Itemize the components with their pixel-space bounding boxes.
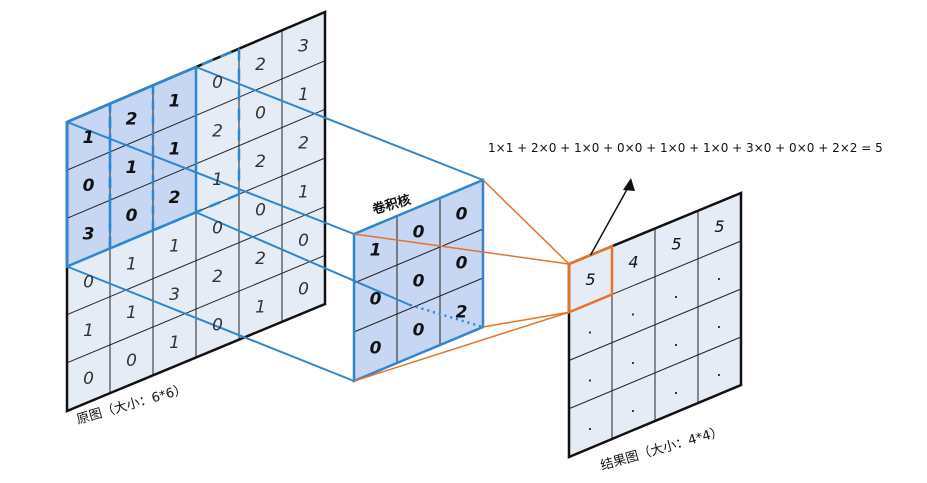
- next-window-dash: [109, 193, 240, 250]
- original-cell-value: 1: [83, 321, 94, 341]
- kernel-grid-hline: [353, 228, 484, 284]
- original-cell-value: 3: [298, 36, 309, 56]
- result-link-line: [482, 311, 570, 328]
- projection-line: [66, 265, 355, 382]
- original-cell-value: 0: [83, 369, 94, 389]
- original-cell-value: 1: [126, 303, 137, 323]
- original-cell-value: 1: [212, 170, 223, 190]
- original-cell-value: 2: [169, 188, 181, 208]
- original-cell-value: 0: [212, 73, 223, 93]
- result-cell-value: .: [674, 379, 679, 398]
- result-cell-value: 5: [714, 217, 724, 236]
- kernel-cell-value: 0: [413, 223, 425, 243]
- result-cell-value: .: [588, 415, 593, 434]
- kernel-cell-value: 0: [413, 321, 425, 341]
- next-window-dash: [109, 47, 240, 105]
- original-cell-value: 0: [126, 351, 137, 371]
- receptive-field-highlight: [67, 67, 196, 267]
- result-cell-value: .: [631, 301, 636, 320]
- formula-text: 1×1 + 2×0 + 1×0 + 0×0 + 1×0 + 1×0 + 3×0 …: [488, 141, 883, 155]
- original-cell-value: 3: [83, 224, 95, 244]
- kernel-fill: [354, 180, 483, 381]
- result-cell-value: .: [717, 361, 722, 380]
- result-grid-hline: [568, 336, 742, 410]
- original-cell-value: 0: [212, 218, 223, 238]
- kernel-cell-value: 0: [456, 205, 468, 225]
- original-grid-hline: [66, 254, 326, 364]
- original-cell-value: 1: [298, 85, 309, 105]
- result-cell-value: .: [631, 397, 636, 416]
- kernel-cell-value: 2: [456, 303, 468, 323]
- original-cell-value: 0: [83, 273, 94, 293]
- result-cell-value: .: [588, 318, 593, 337]
- result-grid-border: [567, 191, 743, 459]
- original-cell-value: 0: [126, 206, 138, 226]
- original-cell-value: 2: [255, 152, 266, 172]
- result-cell-value: .: [717, 265, 722, 284]
- original-cell-value: 2: [212, 122, 223, 142]
- projection-line: [195, 66, 484, 181]
- result-link-line: [482, 179, 570, 265]
- original-cell-value: 2: [212, 267, 223, 287]
- formula-arrow-head: [623, 178, 635, 191]
- original-cell-value: 1: [126, 158, 138, 178]
- projection-line-hidden: [409, 303, 484, 329]
- projection-line: [195, 211, 411, 306]
- kernel-cell-value: 0: [370, 339, 382, 359]
- original-cell-value: 1: [255, 297, 266, 317]
- result-cell-value: 4: [628, 252, 638, 271]
- original-cell-value: 0: [298, 231, 309, 251]
- result-cell-value: 5: [671, 235, 681, 254]
- kernel-cell-value: 1: [370, 241, 382, 261]
- original-cell-value: 0: [83, 176, 95, 196]
- formula-arrow-shaft: [589, 183, 631, 256]
- kernel-cell-value: 0: [456, 254, 468, 274]
- original-cell-value: 1: [83, 128, 95, 148]
- result-cell-value: .: [588, 367, 593, 386]
- result-cell-value: .: [631, 349, 636, 368]
- original-cell-value: 1: [169, 236, 180, 256]
- kernel-cell-value: 0: [370, 290, 382, 310]
- original-cell-value: 1: [169, 333, 180, 353]
- original-cell-value: 2: [126, 110, 138, 130]
- original-cell-value: 1: [298, 182, 309, 202]
- result-cell-value: .: [674, 331, 679, 350]
- kernel-grid-hline: [353, 277, 484, 333]
- result-link-line: [353, 233, 570, 265]
- original-cell-value: 0: [298, 280, 309, 300]
- projection-line: [66, 121, 355, 235]
- result-cell-value: 5: [585, 270, 595, 289]
- original-cell-value: 1: [169, 91, 181, 111]
- original-cell-value: 2: [255, 249, 266, 269]
- original-cell-value: 0: [255, 103, 266, 123]
- result-link-line: [353, 311, 570, 382]
- original-cell-value: 2: [255, 55, 266, 75]
- original-cell-value: 1: [169, 140, 181, 160]
- original-cell-value: 0: [212, 315, 223, 335]
- original-cell-value: 2: [298, 134, 309, 154]
- result-highlight-cell: [567, 244, 614, 315]
- result-cell-value: .: [674, 283, 679, 302]
- result-grid-hline: [568, 288, 742, 361]
- original-cell-value: 1: [126, 255, 137, 275]
- result-cell-value: .: [717, 313, 722, 332]
- kernel-cell-value: 0: [413, 272, 425, 292]
- original-cell-value: 3: [169, 285, 180, 305]
- original-cell-value: 0: [255, 200, 266, 220]
